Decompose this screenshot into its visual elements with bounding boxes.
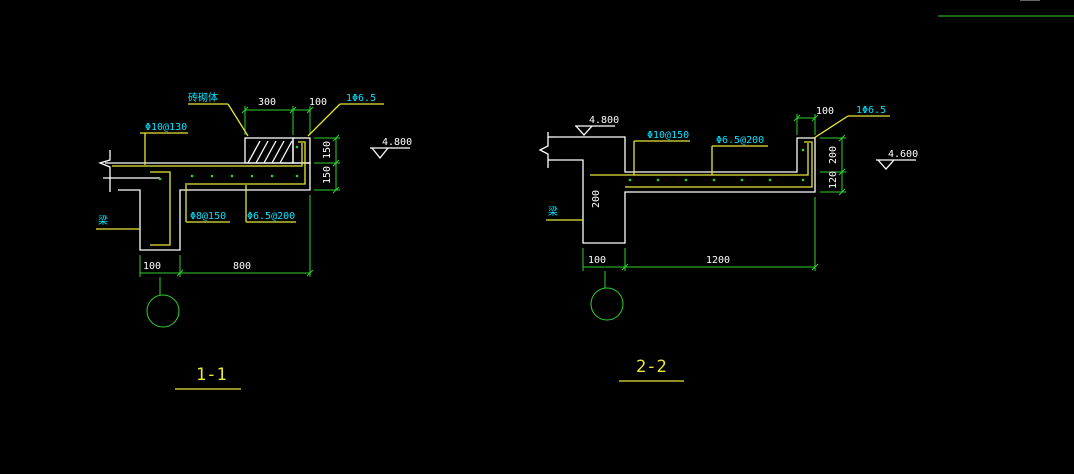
section-2-dim-top-100: 100: [816, 106, 834, 117]
section-2-axis-bubble: [590, 287, 624, 321]
section-1-dim-bottom-800: 800: [233, 261, 251, 272]
section-1-brick-hatch: [247, 140, 293, 164]
section-1-rebar-top-label: Φ10@130: [145, 122, 187, 133]
section-1-beam-label: 梁: [98, 214, 108, 227]
section-2-rebar-bottom: [625, 141, 813, 188]
section-1-rebar-top: [112, 143, 303, 167]
section-1-dim-bottom: [139, 195, 314, 295]
section-2-dim-wall-200: 200: [591, 190, 602, 208]
section-1-slab-outline: [105, 162, 311, 251]
section-2-title: 2-2: [636, 357, 667, 377]
section-2-dim-right-200: 200: [828, 146, 839, 164]
section-2-dim-right: [820, 134, 846, 196]
section-1-rebar-dots: [158, 145, 299, 181]
section-2-rebar-stirrup-label: 1Φ6.5: [856, 105, 886, 116]
section-2-beam-label: 梁: [548, 205, 558, 218]
section-1-brick-parapet: [244, 137, 294, 164]
section-2-elevation-right-symbol: [876, 159, 916, 170]
section-2-dim-bottom-100: 100: [588, 255, 606, 266]
section-1-elevation-symbol: [370, 147, 410, 160]
section-2-elevation-right: 4.600: [888, 149, 918, 160]
section-1-material-label: 砖砌体: [188, 91, 218, 104]
section-1-dim-bottom-100: 100: [143, 261, 161, 272]
section-1-elevation: 4.800: [382, 137, 412, 148]
section-2-elevation-left-symbol: [575, 125, 615, 136]
section-2-break-line: [538, 132, 549, 168]
section-1-rebar-dist-label: Φ6.5@200: [247, 211, 295, 222]
section-1-break-line: [98, 150, 111, 192]
section-2-dim-top: [793, 114, 819, 135]
section-2-rebar-dist-label: Φ6.5@200: [716, 135, 764, 146]
section-2-dim-right-120: 120: [828, 171, 839, 189]
section-1-dim-150-lower: 150: [322, 166, 333, 184]
section-1-dim-right: [314, 134, 340, 194]
section-2-slab-outline: [555, 136, 816, 244]
section-2-2: 4.800 100 200 120 4.600 200: [538, 105, 918, 382]
section-2-dim-bottom: [582, 197, 819, 288]
section-1-leaders: [96, 103, 384, 230]
section-1-dim-150-upper: 150: [322, 141, 333, 159]
section-2-rebar-dots: [628, 148, 805, 182]
section-1-dim-300: 300: [258, 97, 276, 108]
section-1-title: 1-1: [196, 365, 227, 385]
section-1-axis-bubble: [146, 294, 180, 328]
section-1-rebar-bottom: [185, 141, 306, 185]
section-2-rebar-top-label: Φ10@150: [647, 130, 689, 141]
section-1-dim-100: 100: [309, 97, 327, 108]
section-2-rebar-top: [590, 143, 809, 176]
section-1-rebar-beam: [150, 171, 171, 246]
section-2-dim-bottom-1200: 1200: [706, 255, 730, 266]
section-1-1: 300 100 150 150 4.800: [96, 91, 412, 390]
section-1-rebar-stirrup-label: 1Φ6.5: [346, 93, 376, 104]
section-2-elevation-left: 4.800: [589, 115, 619, 126]
section-1-rebar-beam-label: Φ8@150: [190, 211, 226, 222]
section-1-dim-top: [241, 106, 314, 135]
section-2-leaders: [546, 115, 890, 221]
